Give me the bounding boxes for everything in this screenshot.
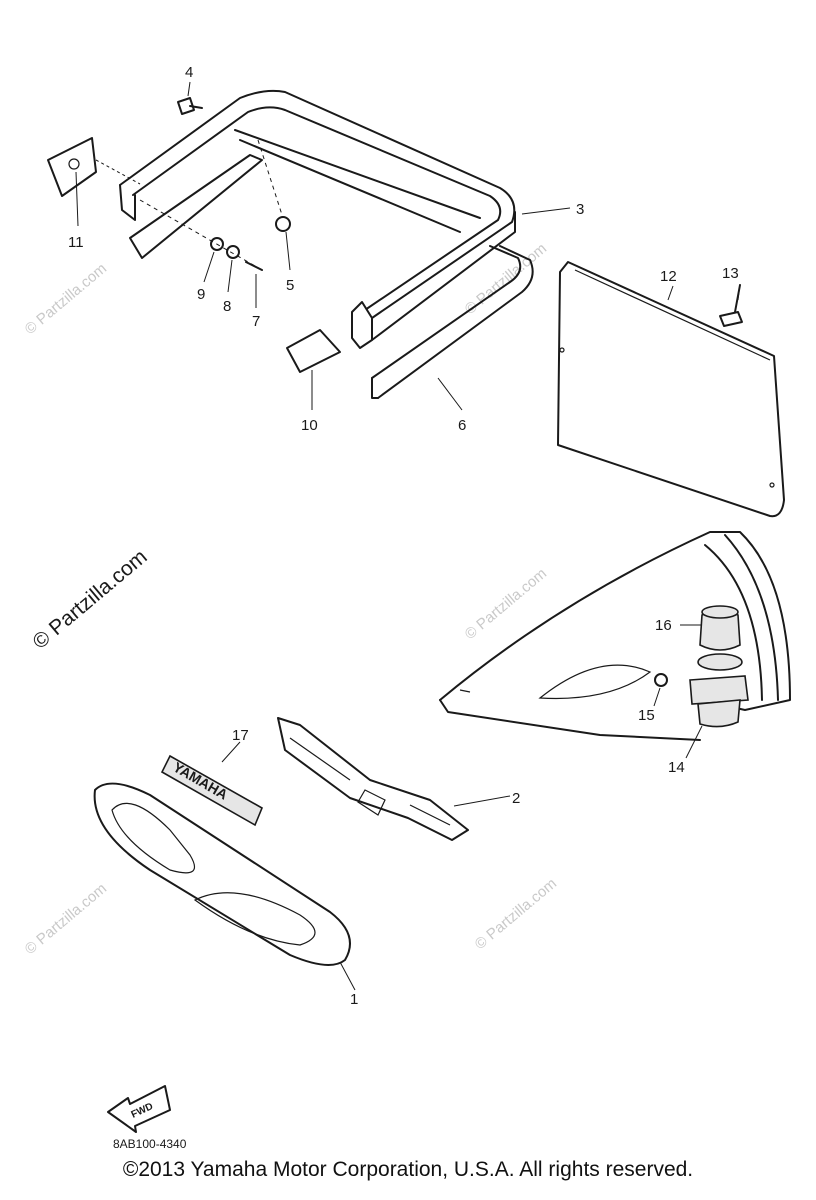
callout-1: 1 (350, 991, 358, 1008)
part-3-frame (119, 89, 516, 349)
watermark-partzilla: © Partzilla.com (28, 545, 151, 654)
callout-3: 3 (576, 201, 584, 218)
part-10-cap (286, 329, 341, 373)
part-1-grip (93, 782, 351, 966)
callout-13: 13 (722, 265, 739, 282)
callout-10: 10 (301, 417, 318, 434)
leader-lines (75, 81, 741, 991)
callout-12: 12 (660, 268, 677, 285)
callout-17: 17 (232, 727, 249, 744)
watermark-faint-3: © Partzilla.com (472, 875, 560, 953)
callout-11: 11 (68, 234, 84, 251)
callout-labels: 1 2 3 4 5 6 7 8 9 10 11 12 13 14 15 16 1… (68, 64, 739, 1008)
diagram-code: 8AB100-4340 (113, 1137, 187, 1151)
watermark-faint-2: © Partzilla.com (462, 565, 550, 643)
part-8-washer (226, 245, 240, 259)
part-12-panel (557, 261, 785, 518)
part-2-vent (277, 717, 469, 841)
callout-6: 6 (458, 417, 466, 434)
callout-4: 4 (185, 64, 193, 81)
hull-section (439, 531, 791, 741)
part-6-strip (129, 154, 534, 399)
part-14-fitting (697, 653, 743, 671)
watermark-faint-4: © Partzilla.com (22, 880, 110, 958)
callout-2: 2 (512, 790, 520, 807)
hardware-14-16 (654, 605, 749, 728)
part-15-rivet (654, 673, 668, 687)
part-11-bracket (47, 137, 97, 197)
callout-5: 5 (286, 277, 294, 294)
fwd-arrow-icon: FWD (107, 1085, 171, 1133)
callout-15: 15 (638, 707, 655, 724)
hardware (47, 97, 341, 373)
watermark-faint-1: © Partzilla.com (22, 260, 110, 338)
part-5-nut (275, 216, 291, 232)
copyright-notice: ©2013 Yamaha Motor Corporation, U.S.A. A… (122, 1158, 694, 1181)
callout-14: 14 (668, 759, 685, 776)
part-4-screw (177, 97, 195, 115)
callout-9: 9 (197, 286, 205, 303)
callout-7: 7 (252, 313, 260, 330)
callout-8: 8 (223, 298, 231, 315)
callout-16: 16 (655, 617, 672, 634)
